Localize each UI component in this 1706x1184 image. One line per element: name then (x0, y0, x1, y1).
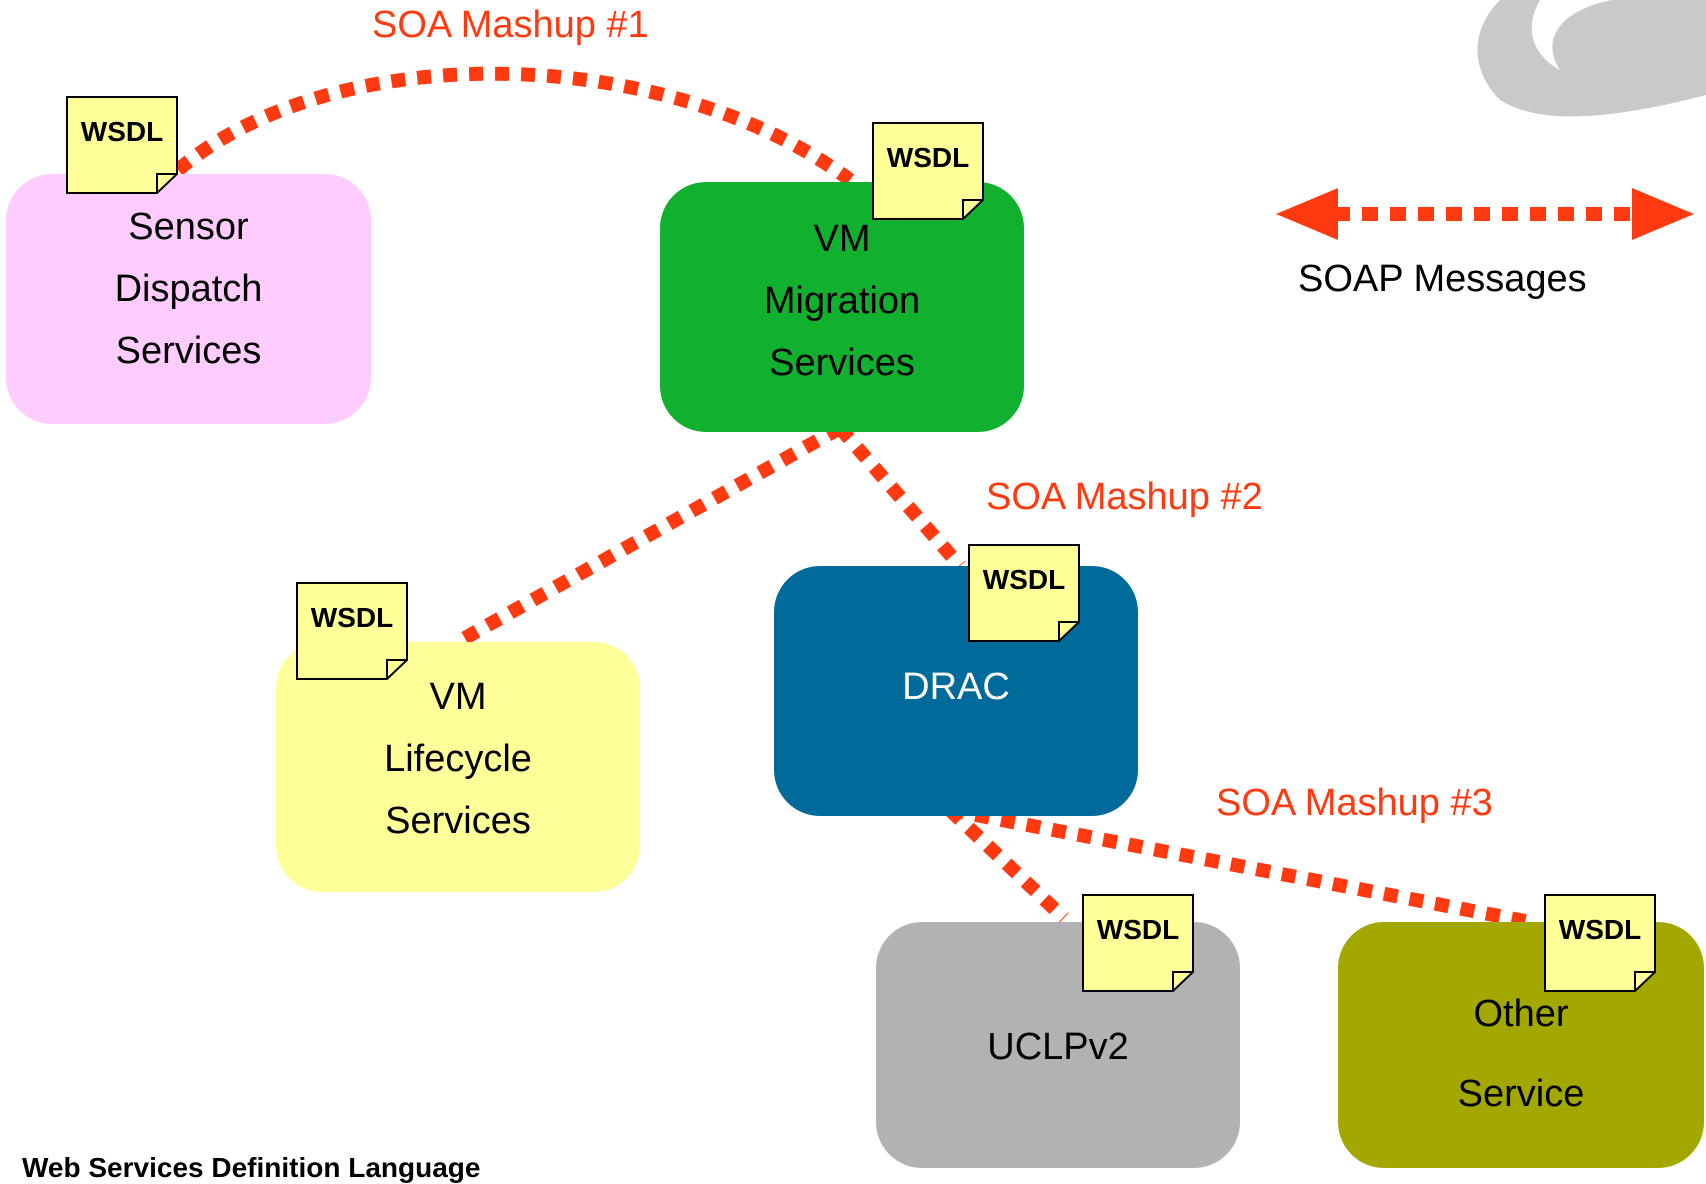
legend-arrow-icon (1276, 188, 1694, 240)
wsdl-note-icon-migration: WSDL (872, 122, 984, 220)
lifecycle-line-2: Lifecycle (276, 728, 640, 790)
migration-line-3: Services (660, 332, 1024, 394)
wsdl-label: WSDL (66, 116, 178, 148)
lifecycle-line-3: Services (276, 790, 640, 852)
connector-sensor-migration (178, 74, 850, 180)
logo-swoosh (1478, 0, 1706, 116)
uclp-line-1: UCLPv2 (876, 1016, 1240, 1078)
wsdl-note-icon-sensor: WSDL (66, 96, 178, 194)
wsdl-note-icon-other: WSDL (1544, 894, 1656, 992)
drac-label: DRAC (774, 656, 1138, 718)
drac-line-1: DRAC (774, 656, 1138, 718)
wsdl-label: WSDL (1082, 914, 1194, 946)
mashup-2-title: SOA Mashup #2 (986, 476, 1263, 519)
footer-caption: Web Services Definition Language (22, 1152, 480, 1184)
connector-drac-other (950, 810, 1530, 922)
wsdl-note-icon-uclp: WSDL (1082, 894, 1194, 992)
migration-line-2: Migration (660, 270, 1024, 332)
sensor-line-3: Services (6, 320, 371, 382)
mashup-1-title: SOA Mashup #1 (372, 4, 649, 47)
other-service-label: Other Service (1338, 974, 1704, 1134)
vm-migration-label: VM Migration Services (660, 208, 1024, 394)
wsdl-label: WSDL (1544, 914, 1656, 946)
connector-migration-drac (840, 428, 960, 566)
wsdl-label: WSDL (968, 564, 1080, 596)
wsdl-label: WSDL (296, 602, 408, 634)
other-line-2: Service (1338, 1054, 1704, 1134)
wsdl-label: WSDL (872, 142, 984, 174)
wsdl-note-icon-drac: WSDL (968, 544, 1080, 642)
legend-label: SOAP Messages (1298, 258, 1587, 301)
mashup-3-title: SOA Mashup #3 (1216, 782, 1493, 825)
sensor-line-2: Dispatch (6, 258, 371, 320)
vm-lifecycle-label: VM Lifecycle Services (276, 666, 640, 852)
sensor-dispatch-label: Sensor Dispatch Services (6, 196, 371, 382)
uclp-label: UCLPv2 (876, 1016, 1240, 1078)
sensor-line-1: Sensor (6, 196, 371, 258)
wsdl-note-icon-lifecycle: WSDL (296, 582, 408, 680)
